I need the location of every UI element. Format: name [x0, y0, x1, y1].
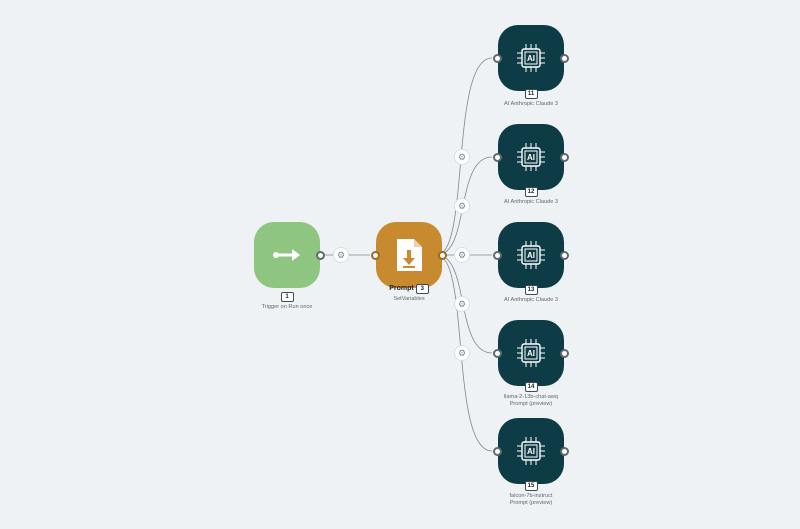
- output-port[interactable]: [560, 54, 569, 63]
- node-subtitle: llama-2-13b-chat-awq: [503, 394, 559, 400]
- ai-chip-icon: AI: [517, 241, 545, 269]
- output-port[interactable]: [560, 153, 569, 162]
- file-download-icon: [397, 239, 422, 271]
- ai-chip-icon: AI: [517, 143, 545, 171]
- ai-node[interactable]: AI: [493, 320, 569, 386]
- input-port[interactable]: [493, 54, 502, 63]
- edge-settings-gear-icon[interactable]: ⚙: [455, 297, 469, 311]
- node-id-badge: 3: [415, 284, 429, 294]
- node-title: Prompt: [389, 285, 414, 292]
- node-id-badge: 1: [280, 292, 294, 302]
- ai-node[interactable]: AI: [493, 418, 569, 484]
- ai-chip-icon: AI: [517, 44, 545, 72]
- input-port[interactable]: [493, 447, 502, 456]
- node-subtitle: falcon-7b-instruct: [509, 493, 553, 499]
- prompt-node[interactable]: [371, 222, 447, 288]
- edge-settings-gear-icon[interactable]: ⚙: [455, 150, 469, 164]
- trigger-node[interactable]: [254, 222, 325, 288]
- node-id-badge: 12: [524, 187, 538, 197]
- edge-settings-gear-icon[interactable]: ⚙: [334, 248, 348, 262]
- node-id-badge: 14: [524, 382, 538, 392]
- ai-chip-icon: AI: [517, 339, 545, 367]
- ai-chip-label: AI: [527, 153, 535, 162]
- node-id-badge: 11: [524, 89, 538, 99]
- input-port[interactable]: [493, 349, 502, 358]
- node-caption: 15 falcon-7b-instruct Prompt (preview): [461, 481, 601, 507]
- node-caption: 14 llama-2-13b-chat-awq Prompt (preview): [461, 382, 601, 408]
- output-port[interactable]: [560, 251, 569, 260]
- input-port[interactable]: [493, 251, 502, 260]
- ai-chip-label: AI: [527, 447, 535, 456]
- input-port[interactable]: [493, 153, 502, 162]
- ai-chip-label: AI: [527, 54, 535, 63]
- node-caption: 12 AI Anthropic Claude 3: [461, 187, 601, 206]
- ai-node[interactable]: AI: [493, 222, 569, 288]
- input-port[interactable]: [371, 251, 380, 260]
- node-caption: 1 Trigger on Run once: [217, 292, 357, 311]
- node-subtitle-secondary: Prompt (preview): [509, 401, 553, 407]
- arrow-right-icon: [273, 249, 300, 261]
- ai-node[interactable]: AI: [493, 124, 569, 190]
- output-port[interactable]: [316, 251, 325, 260]
- ai-chip-label: AI: [527, 349, 535, 358]
- edge-settings-gear-icon[interactable]: ⚙: [455, 346, 469, 360]
- node-subtitle: AI Anthropic Claude 3: [503, 101, 559, 107]
- ai-chip-icon: AI: [517, 437, 545, 465]
- edge-settings-gear-icon[interactable]: ⚙: [455, 248, 469, 262]
- output-port[interactable]: [560, 447, 569, 456]
- node-subtitle: AI Anthropic Claude 3: [503, 199, 559, 205]
- output-port[interactable]: [560, 349, 569, 358]
- edge-settings-gear-icon[interactable]: ⚙: [455, 199, 469, 213]
- node-subtitle: SetVariables: [393, 296, 425, 302]
- node-id-badge: 13: [524, 285, 538, 295]
- ai-chip-label: AI: [527, 251, 535, 260]
- node-id-badge: 15: [524, 481, 538, 491]
- node-caption: 13 AI Anthropic Claude 3: [461, 285, 601, 304]
- node-subtitle: Trigger on Run once: [261, 304, 313, 310]
- node-subtitle: AI Anthropic Claude 3: [503, 297, 559, 303]
- output-port[interactable]: [438, 251, 447, 260]
- node-subtitle-secondary: Prompt (preview): [509, 500, 553, 506]
- ai-node[interactable]: AI: [493, 25, 569, 91]
- node-caption: 11 AI Anthropic Claude 3: [461, 89, 601, 108]
